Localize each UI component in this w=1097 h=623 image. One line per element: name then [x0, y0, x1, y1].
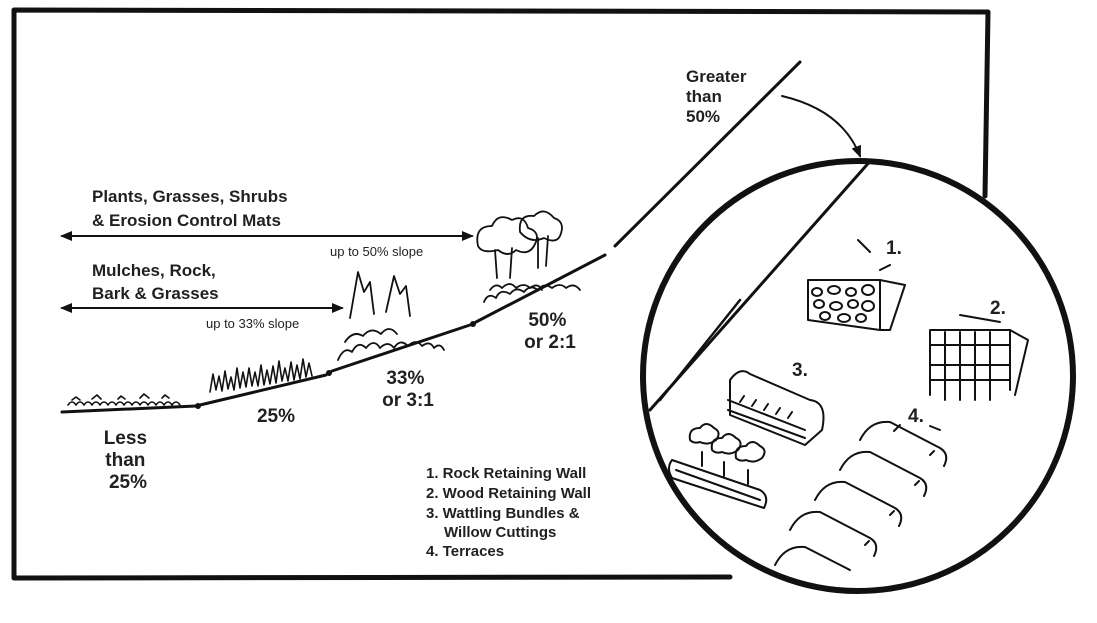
detail-marker-1: 1.	[886, 238, 902, 259]
label-less-than-25: Less than 25%	[104, 428, 153, 493]
legend-item-2: 2. Wood Retaining Wall	[426, 485, 591, 502]
plants-arrow-label: Plants, Grasses, Shrubs & Erosion Contro…	[92, 187, 292, 230]
mulch-texture	[67, 393, 181, 406]
legend: 1. Rock Retaining Wall 2. Wood Retaining…	[426, 465, 595, 560]
legend-item-4: 4. Terraces	[426, 543, 504, 560]
mulches-range-label: up to 33% slope	[206, 316, 299, 331]
terraces-sketch	[774, 420, 948, 571]
legend-item-3-cont: Willow Cuttings	[444, 524, 556, 541]
mulches-arrow-label: Mulches, Rock, Bark & Grasses	[92, 261, 221, 303]
label-25-percent: 25%	[257, 406, 295, 427]
rock-retaining-wall-sketch	[807, 239, 906, 331]
legend-item-3: 3. Wattling Bundles &	[426, 505, 580, 522]
detail-circle	[640, 158, 1076, 594]
detail-marker-4: 4.	[908, 406, 924, 427]
plants-range-label: up to 50% slope	[330, 244, 423, 259]
wattling-bundles-sketch	[668, 370, 825, 509]
grass-texture	[209, 358, 313, 393]
detail-pointer-arrow	[781, 95, 862, 158]
shrubs-50	[476, 210, 581, 303]
frame-border	[11, 7, 991, 581]
detail-marker-3: 3.	[792, 360, 808, 381]
label-greater-than-50: Greater than 50%	[686, 67, 751, 126]
detail-marker-2: 2.	[990, 298, 1006, 319]
label-50-percent: 50% or 2:1	[524, 310, 576, 353]
legend-item-1: 1. Rock Retaining Wall	[426, 465, 586, 482]
label-33-percent: 33% or 3:1	[382, 368, 434, 411]
shrubs-33	[337, 271, 445, 361]
wood-retaining-wall-sketch	[929, 314, 1029, 401]
